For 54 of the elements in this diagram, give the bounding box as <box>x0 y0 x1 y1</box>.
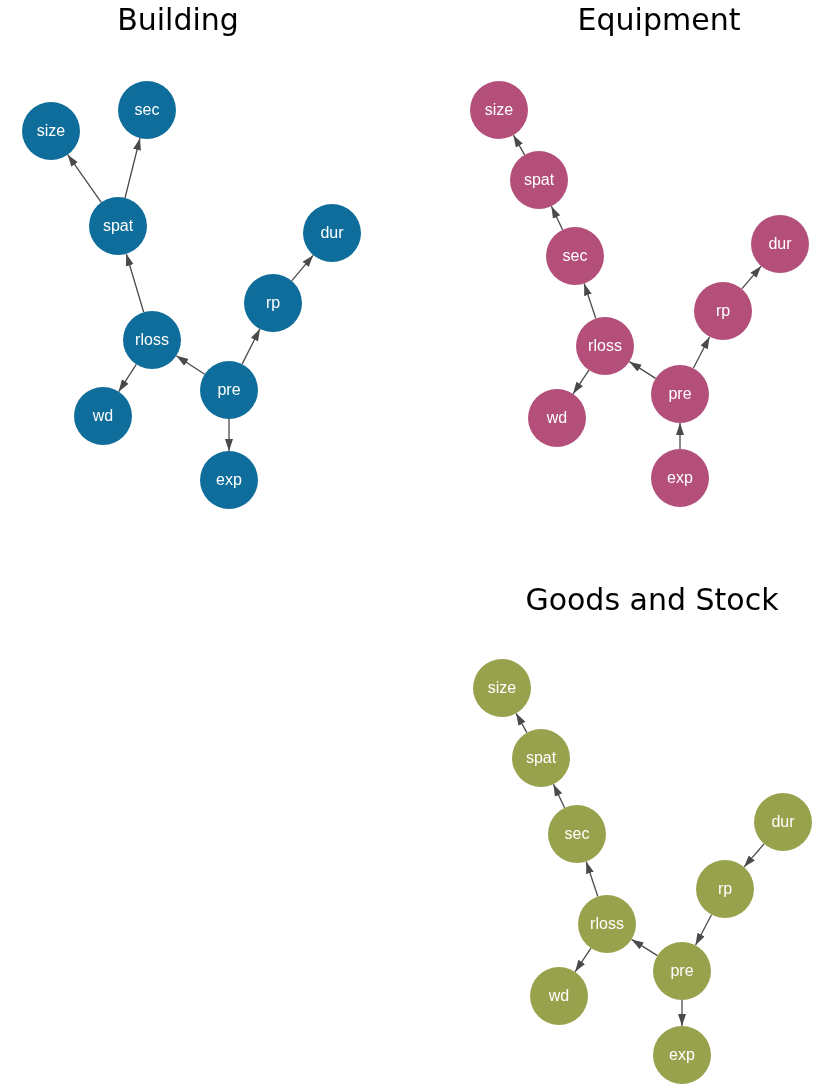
node-label: sec <box>134 100 160 120</box>
arrow <box>175 355 206 375</box>
arrow <box>630 938 659 957</box>
node-label: pre <box>670 961 694 981</box>
node-label: sec <box>562 246 588 266</box>
arrow <box>550 205 564 231</box>
arrow <box>124 137 141 199</box>
arrow <box>743 843 765 868</box>
arrow <box>574 947 592 973</box>
node-label: dur <box>771 812 795 832</box>
node-label: dur <box>320 223 344 243</box>
arrow <box>694 914 713 946</box>
node-label: sec <box>564 824 590 844</box>
node-label: size <box>487 678 517 698</box>
node-label: exp <box>216 470 242 490</box>
arrow <box>628 361 657 379</box>
arrow <box>585 860 599 898</box>
node-label: pre <box>668 384 692 404</box>
arrow <box>512 134 526 156</box>
node-label: wd <box>92 406 114 426</box>
node-label: rp <box>265 293 281 313</box>
arrow <box>583 282 597 320</box>
node-label: spat <box>102 216 134 236</box>
node-label: pre <box>217 380 241 400</box>
node-label: wd <box>548 986 570 1006</box>
arrow <box>741 265 762 290</box>
arrow <box>572 369 590 395</box>
node-label: spat <box>525 748 557 768</box>
node-label: rp <box>717 879 733 899</box>
panel-title: Building <box>117 5 239 35</box>
arrow <box>125 253 145 313</box>
panel-title: Equipment <box>577 5 741 35</box>
node-label: rloss <box>590 914 624 934</box>
node-label: rp <box>715 301 731 321</box>
arrow <box>118 363 137 393</box>
node-label: size <box>36 121 66 141</box>
arrow <box>67 154 102 203</box>
arrow <box>692 336 711 369</box>
node-label: wd <box>546 408 568 428</box>
panel-title: Goods and Stock <box>525 585 779 615</box>
arrow <box>241 328 261 365</box>
node-label: size <box>484 100 514 120</box>
arrow <box>552 783 566 809</box>
arrow <box>676 422 684 450</box>
arrow <box>291 254 314 282</box>
arrow <box>225 418 233 452</box>
arrow <box>678 999 686 1027</box>
node-label: dur <box>768 234 792 254</box>
node-label: exp <box>669 1045 695 1065</box>
node-label: spat <box>523 170 555 190</box>
node-label: rloss <box>135 330 169 350</box>
node-label: rloss <box>588 336 622 356</box>
arrow <box>515 712 528 734</box>
node-label: exp <box>667 468 693 488</box>
